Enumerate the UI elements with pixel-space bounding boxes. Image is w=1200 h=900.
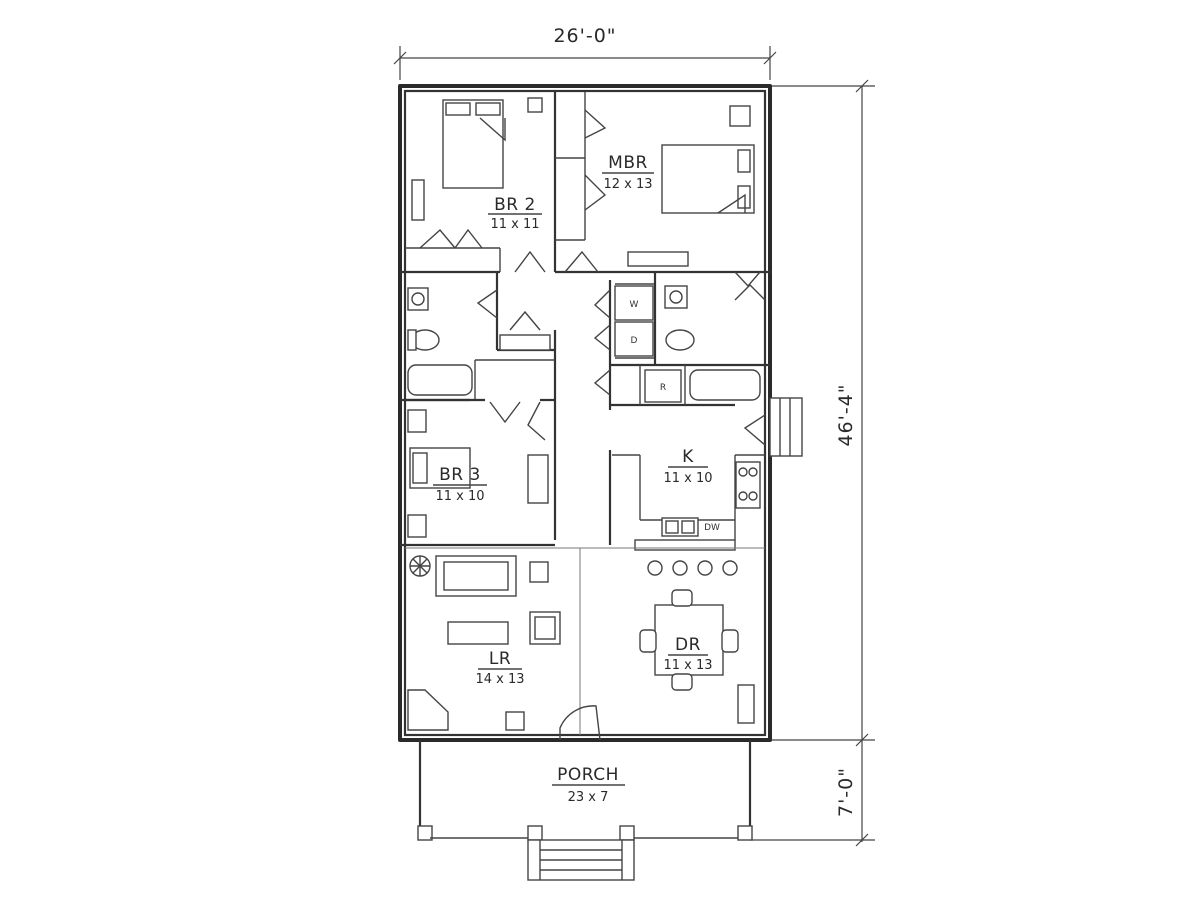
lr-name: LR (489, 649, 511, 669)
lr-size: 14 x 13 (475, 672, 524, 687)
mbr-size: 12 x 13 (603, 177, 652, 192)
dryer-label: D (631, 336, 638, 346)
porch-name: PORCH (557, 765, 619, 785)
refrigerator-label: R (660, 383, 666, 393)
br3-name: BR 3 (439, 465, 481, 485)
depth-dimension: 46'-4" 7'-0" (750, 79, 875, 847)
porch (417, 740, 753, 841)
k-size: 11 x 10 (663, 471, 712, 486)
room-labels: BR 2 11 x 11 MBR 12 x 13 BR 3 11 x 10 K … (433, 153, 713, 805)
depth-dimension-label: 46'-4" (835, 383, 857, 446)
side-steps (769, 397, 803, 457)
dishwasher-label: DW (704, 523, 720, 533)
plant-icon (409, 555, 431, 577)
mbr-name: MBR (608, 153, 648, 173)
width-dimension: 26'-0" (393, 25, 777, 80)
porch-dimension-label: 7'-0" (835, 767, 857, 817)
washer-label: W (630, 300, 639, 310)
br3-size: 11 x 10 (435, 489, 484, 504)
doors (419, 109, 766, 741)
br2-name: BR 2 (494, 195, 536, 215)
k-name: K (682, 447, 694, 467)
porch-size: 23 x 7 (568, 790, 609, 805)
front-steps (527, 839, 635, 881)
furniture: W D R DW (407, 97, 761, 731)
interior-walls (400, 92, 770, 735)
br2-size: 11 x 11 (490, 217, 539, 232)
dr-name: DR (675, 635, 701, 655)
dr-size: 11 x 13 (663, 658, 712, 673)
width-dimension-label: 26'-0" (553, 25, 616, 47)
